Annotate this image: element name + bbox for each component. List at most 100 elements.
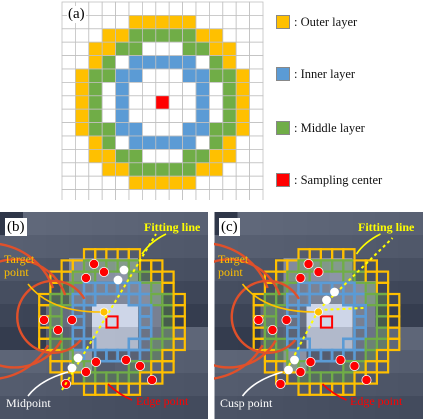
middle-ring-fill [162,294,174,306]
edge-point-marker [53,325,64,336]
middle-ring-fill [72,271,84,283]
grid-cell-empty [195,1,210,16]
grid-cell-middle [182,41,197,57]
panel-c-canvas [214,212,423,419]
cusp-point-marker [322,295,331,305]
background-pixel [214,373,238,396]
grid-cell-empty [74,175,90,190]
grid-cell-middle [182,148,197,164]
middle-ring-fill [61,350,73,362]
grid-cell-empty [155,108,170,123]
grid-cell-middle [155,28,170,43]
background-pixel [161,373,184,396]
grid-cell-inner [128,68,143,83]
target-point-arrow [27,283,101,313]
grid-cell-outer [142,14,157,30]
grid-cell-inner [182,55,197,70]
grid-cell-empty [208,175,224,190]
grid-cell-empty [249,14,264,30]
background-pixel [306,235,330,258]
grid-cell-empty [235,175,250,190]
grid-cell-middle [195,41,210,57]
background-pixel [207,304,208,327]
background-pixel [329,396,353,419]
midpoint-marker [67,363,77,373]
grid-cell-outer [235,82,250,97]
grid-cell-outer [88,135,103,150]
grid-cell-inner [195,82,210,97]
grid-cell-empty [74,148,90,164]
background-pixel [329,304,353,327]
outer-ring-cell [387,337,401,352]
grid-cell-empty [74,41,90,57]
grid-cell-middle [115,41,130,57]
background-pixel [69,212,92,235]
middle-ring-fill [365,294,377,306]
grid-cell-middle [101,68,117,83]
background-pixel [115,212,138,235]
panel-b-label: (b) [5,218,27,236]
edge-arc [214,258,281,369]
grid-cell-outer [74,82,90,97]
background-pixel [207,396,208,419]
grid-cell-empty [222,14,237,30]
middle-ring-fill [298,372,310,384]
grid-cell-empty [142,41,157,57]
grid-cell-empty [235,189,250,200]
middle-ring-fill [365,282,377,294]
grid-cell-empty [182,1,197,16]
grid-cell-middle [168,28,183,43]
background-pixel [184,258,207,281]
inner-ring-cell [82,292,97,307]
edge-point-marker [121,354,132,365]
background-pixel [398,304,422,327]
legend-item-middle: : Middle layer [276,118,365,138]
grid-cell-empty [249,175,264,190]
middle-ring-fill [95,260,107,272]
grid-cell-empty [168,1,183,16]
background-pixel [92,396,115,419]
background-pixel [237,373,261,396]
middle-ring-fill [50,305,62,317]
edge-point-marker [89,259,100,270]
grid-cell-empty [222,1,237,16]
panel-c: (c) Fitting line Target point Cusp point… [214,212,423,419]
grid-cell-empty [249,28,264,43]
background-pixel [260,212,284,235]
grid-cell-outer [142,175,157,190]
background-pixel [237,212,261,235]
grid-cell-empty [208,82,224,97]
grid-cell-inner [128,55,143,70]
edge-point-marker [295,273,306,284]
background-pixel [207,373,208,396]
grid-cell-inner [155,135,170,150]
grid-cell-outer [168,14,183,30]
grid-cell-empty [61,162,76,177]
middle-ring-fill [276,294,288,306]
grid-cell-empty [74,28,90,43]
grid-cell-empty [115,55,130,70]
legend-label-outer: : Outer layer [294,14,358,29]
grid-cell-empty [115,1,130,16]
legend-label-inner: : Inner layer [294,66,356,81]
grid-cell-empty [195,55,210,70]
middle-ring-fill [151,282,163,294]
background-pixel [46,396,69,419]
grid-cell-middle [208,55,224,70]
grid-cell-outer [182,175,197,190]
grid-cell-empty [208,14,224,30]
grid-cell-empty [249,95,264,110]
sampling-grid [38,248,186,396]
middle-ring-fill [264,294,277,306]
middle-ring-fill [72,361,84,373]
background-pixel [214,350,238,373]
edge-point-marker [303,259,314,270]
grid-cell-empty [142,1,157,16]
grid-cell-empty [101,175,117,190]
background-pixel [421,373,423,396]
middle-ring-fill [309,260,321,272]
panel-b-canvas [0,212,208,419]
middle-ring-fill [50,338,62,350]
grid-cell-middle [142,162,157,177]
grid-cell-middle [88,82,103,97]
